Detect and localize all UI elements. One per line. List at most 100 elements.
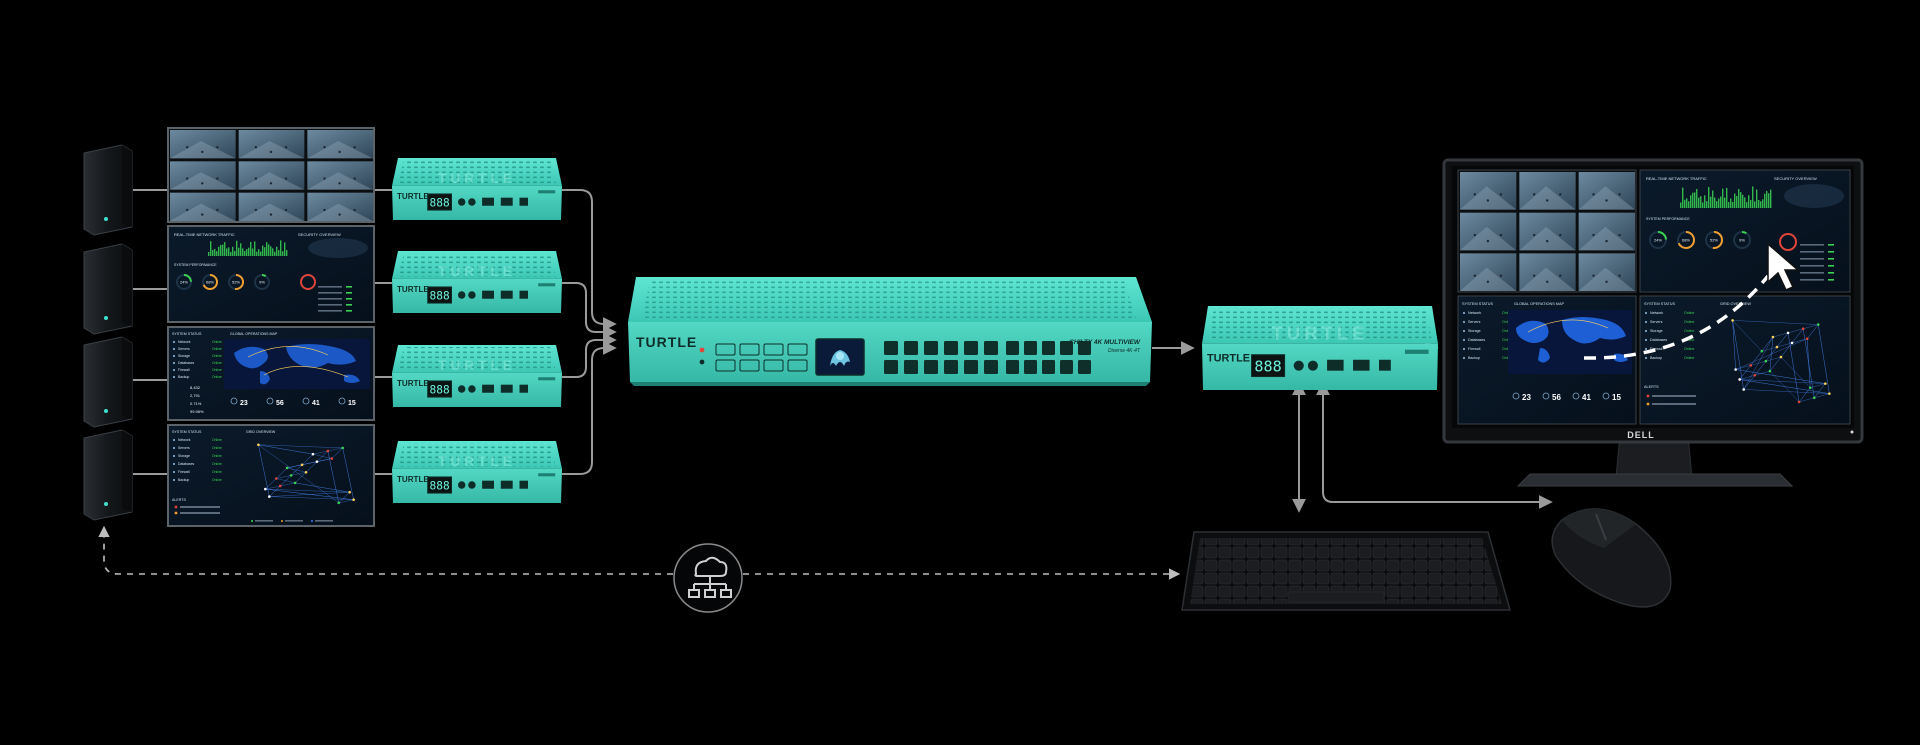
grid-node <box>1816 323 1820 326</box>
traffic-bar <box>1708 187 1710 208</box>
traffic-bar <box>1740 192 1742 208</box>
extender-brand-watermark: TURTLE <box>1272 323 1369 344</box>
grid-link <box>1732 320 1744 390</box>
traffic-bar <box>224 242 226 256</box>
extender-port <box>482 197 494 206</box>
extender-button <box>468 481 476 489</box>
gauge: 68% <box>1677 231 1695 249</box>
traffic-bar <box>256 251 258 256</box>
kpi: 15 <box>1602 392 1621 402</box>
gauge: 24% <box>1649 231 1667 249</box>
extender-button <box>457 198 466 206</box>
grid-node <box>257 443 260 447</box>
grid-link <box>265 488 350 493</box>
status-value: Online <box>1684 338 1694 342</box>
source-screen-cctv <box>167 127 375 223</box>
grid-node <box>300 463 304 467</box>
extender-port <box>519 480 528 489</box>
grid-link <box>1769 356 1782 372</box>
matrix-input-button <box>739 359 760 372</box>
grid-link <box>1732 320 1763 352</box>
status-name: Network <box>1650 311 1663 315</box>
grid-link <box>295 482 350 493</box>
kpi-value: 41 <box>312 400 320 407</box>
kpi-value: 23 <box>240 400 248 407</box>
matrix-lcd-display <box>815 338 865 376</box>
traffic-bar <box>218 246 220 256</box>
grid-link <box>312 450 328 455</box>
status-value: Online <box>1502 311 1512 315</box>
extender-button <box>1307 360 1318 371</box>
traffic-bar <box>260 251 262 256</box>
kvm-matrix-switch: TURTLE CHILTY 4K MULTIVIEW Diverse 4K·4T <box>628 277 1152 386</box>
matrix-input-button <box>763 343 784 356</box>
matrix-output-button <box>1024 360 1037 374</box>
status-value: Online <box>212 340 222 344</box>
matrix-output-button <box>924 360 938 374</box>
grid-link <box>1787 328 1804 334</box>
list-row <box>1800 244 1824 246</box>
traffic-bar <box>212 249 214 256</box>
traffic-bar <box>1762 199 1764 208</box>
grid-link <box>1732 320 1736 370</box>
grid-node <box>330 457 334 460</box>
status-name: Storage <box>1468 329 1481 333</box>
traffic-bar <box>220 244 222 256</box>
grid-link <box>258 444 270 497</box>
grid-node <box>1742 388 1745 391</box>
status-name: Firewall <box>178 368 190 372</box>
traffic-bar <box>266 242 268 256</box>
traffic-bar <box>238 247 240 256</box>
cctv-feed <box>1578 253 1635 291</box>
extender-port <box>500 197 513 206</box>
monitor-perf-title: SYSTEM PERFORMANCE <box>1646 217 1690 221</box>
grid-link <box>1750 351 1763 366</box>
list-row-status <box>1828 279 1834 281</box>
grid-link <box>1814 393 1830 399</box>
monitor-quad-global: SYSTEM STATUS GLOBAL OPERATIONS MAP Netw… <box>1457 295 1637 425</box>
status-value: Online <box>1684 347 1694 351</box>
kpi-value: 56 <box>1552 393 1561 402</box>
list-row <box>1800 265 1824 267</box>
traffic-bar <box>282 251 284 256</box>
grid-link <box>305 461 318 473</box>
traffic-bar <box>1768 193 1770 208</box>
grid-link <box>1743 375 1755 390</box>
status-name: Databases <box>1650 338 1667 342</box>
cctv-grid <box>170 130 373 221</box>
cctv-feed <box>307 161 373 190</box>
grid-network-graph <box>257 443 355 505</box>
traffic-bar <box>1746 202 1748 208</box>
extender-display <box>427 380 453 398</box>
grid-link <box>1735 365 1751 370</box>
status-name: Databases <box>1468 338 1485 342</box>
traffic-bar <box>1712 190 1714 208</box>
ext2-to-matrix-line <box>562 282 617 339</box>
grid-node <box>1797 400 1801 404</box>
extender-brand-logo: TURTLE <box>397 192 429 201</box>
status-value: Online <box>212 446 222 450</box>
traffic-bar <box>210 241 212 256</box>
traffic-bar <box>286 250 288 256</box>
status-value: Online <box>212 470 222 474</box>
cctv-feed <box>307 192 373 221</box>
kpi-metric: 0.71% <box>190 401 202 406</box>
matrix-output-button <box>964 341 978 355</box>
matrix-output-buttons <box>884 341 1091 374</box>
grid-link <box>1791 328 1804 344</box>
matrix-input-button <box>763 359 784 372</box>
status-value: Online <box>212 354 222 358</box>
kpi-value: 23 <box>1522 393 1531 402</box>
gauge: 9% <box>1733 231 1751 249</box>
monitor-quad-network: REAL-TIME NETWORK TRAFFIC SECURITY OVERV… <box>1639 169 1851 293</box>
traffic-bar <box>1710 196 1712 208</box>
grid-link <box>1806 324 1819 339</box>
cctv-feed <box>1578 172 1635 210</box>
traffic-bar <box>1748 195 1750 208</box>
extender-label <box>538 190 556 194</box>
